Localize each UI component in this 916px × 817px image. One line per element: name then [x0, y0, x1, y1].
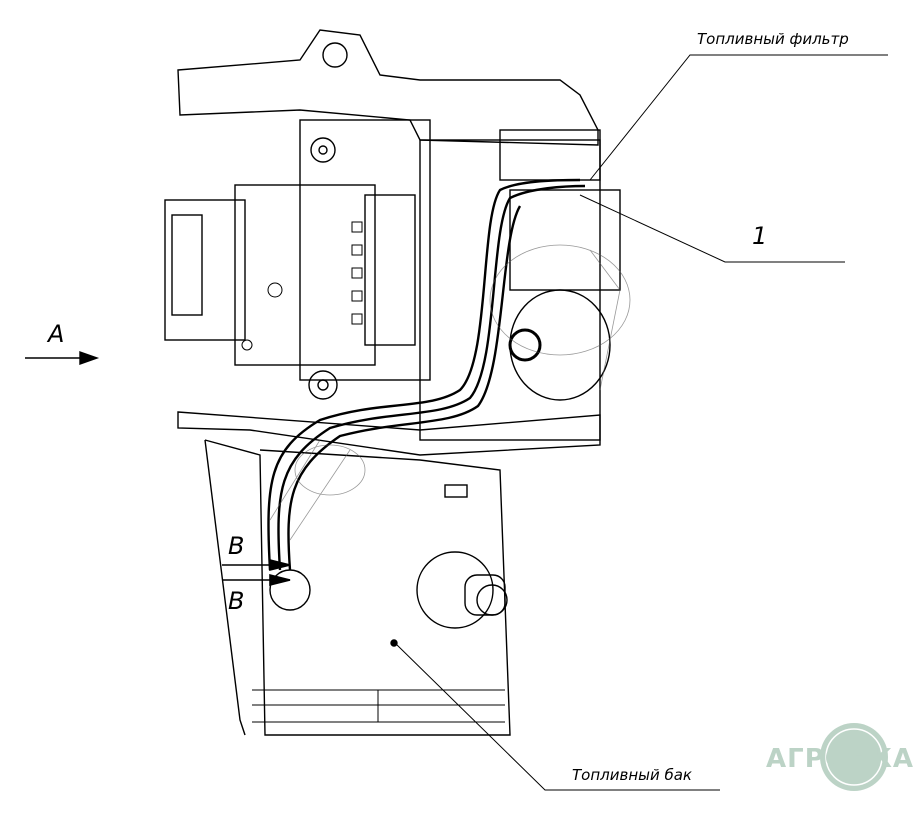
tank-cap-flange	[416, 551, 494, 629]
callout-1-label: 1	[752, 222, 768, 250]
frame	[177, 411, 601, 456]
fuel-tank-label: Топливный бак	[572, 766, 692, 784]
section-b-arrows	[222, 558, 291, 587]
pump-assembly	[164, 199, 246, 341]
view-a-arrow	[25, 351, 100, 365]
fuel-filter-label: Топливный фильтр	[697, 30, 849, 48]
top-bracket	[177, 29, 599, 146]
engine-block	[299, 119, 431, 381]
agronka-logo: АГРОНКА	[762, 722, 913, 792]
logo-text: АГРОНКА	[766, 744, 914, 774]
fuel-tank	[204, 439, 511, 736]
logo-circle-icon	[820, 723, 888, 791]
fuel-hoses	[267, 178, 586, 571]
watermark	[269, 244, 631, 541]
leader-lines	[394, 54, 888, 791]
section-b-top-label: B	[228, 532, 245, 560]
section-b-bottom-label: B	[228, 587, 245, 615]
view-a-label: A	[48, 320, 65, 348]
